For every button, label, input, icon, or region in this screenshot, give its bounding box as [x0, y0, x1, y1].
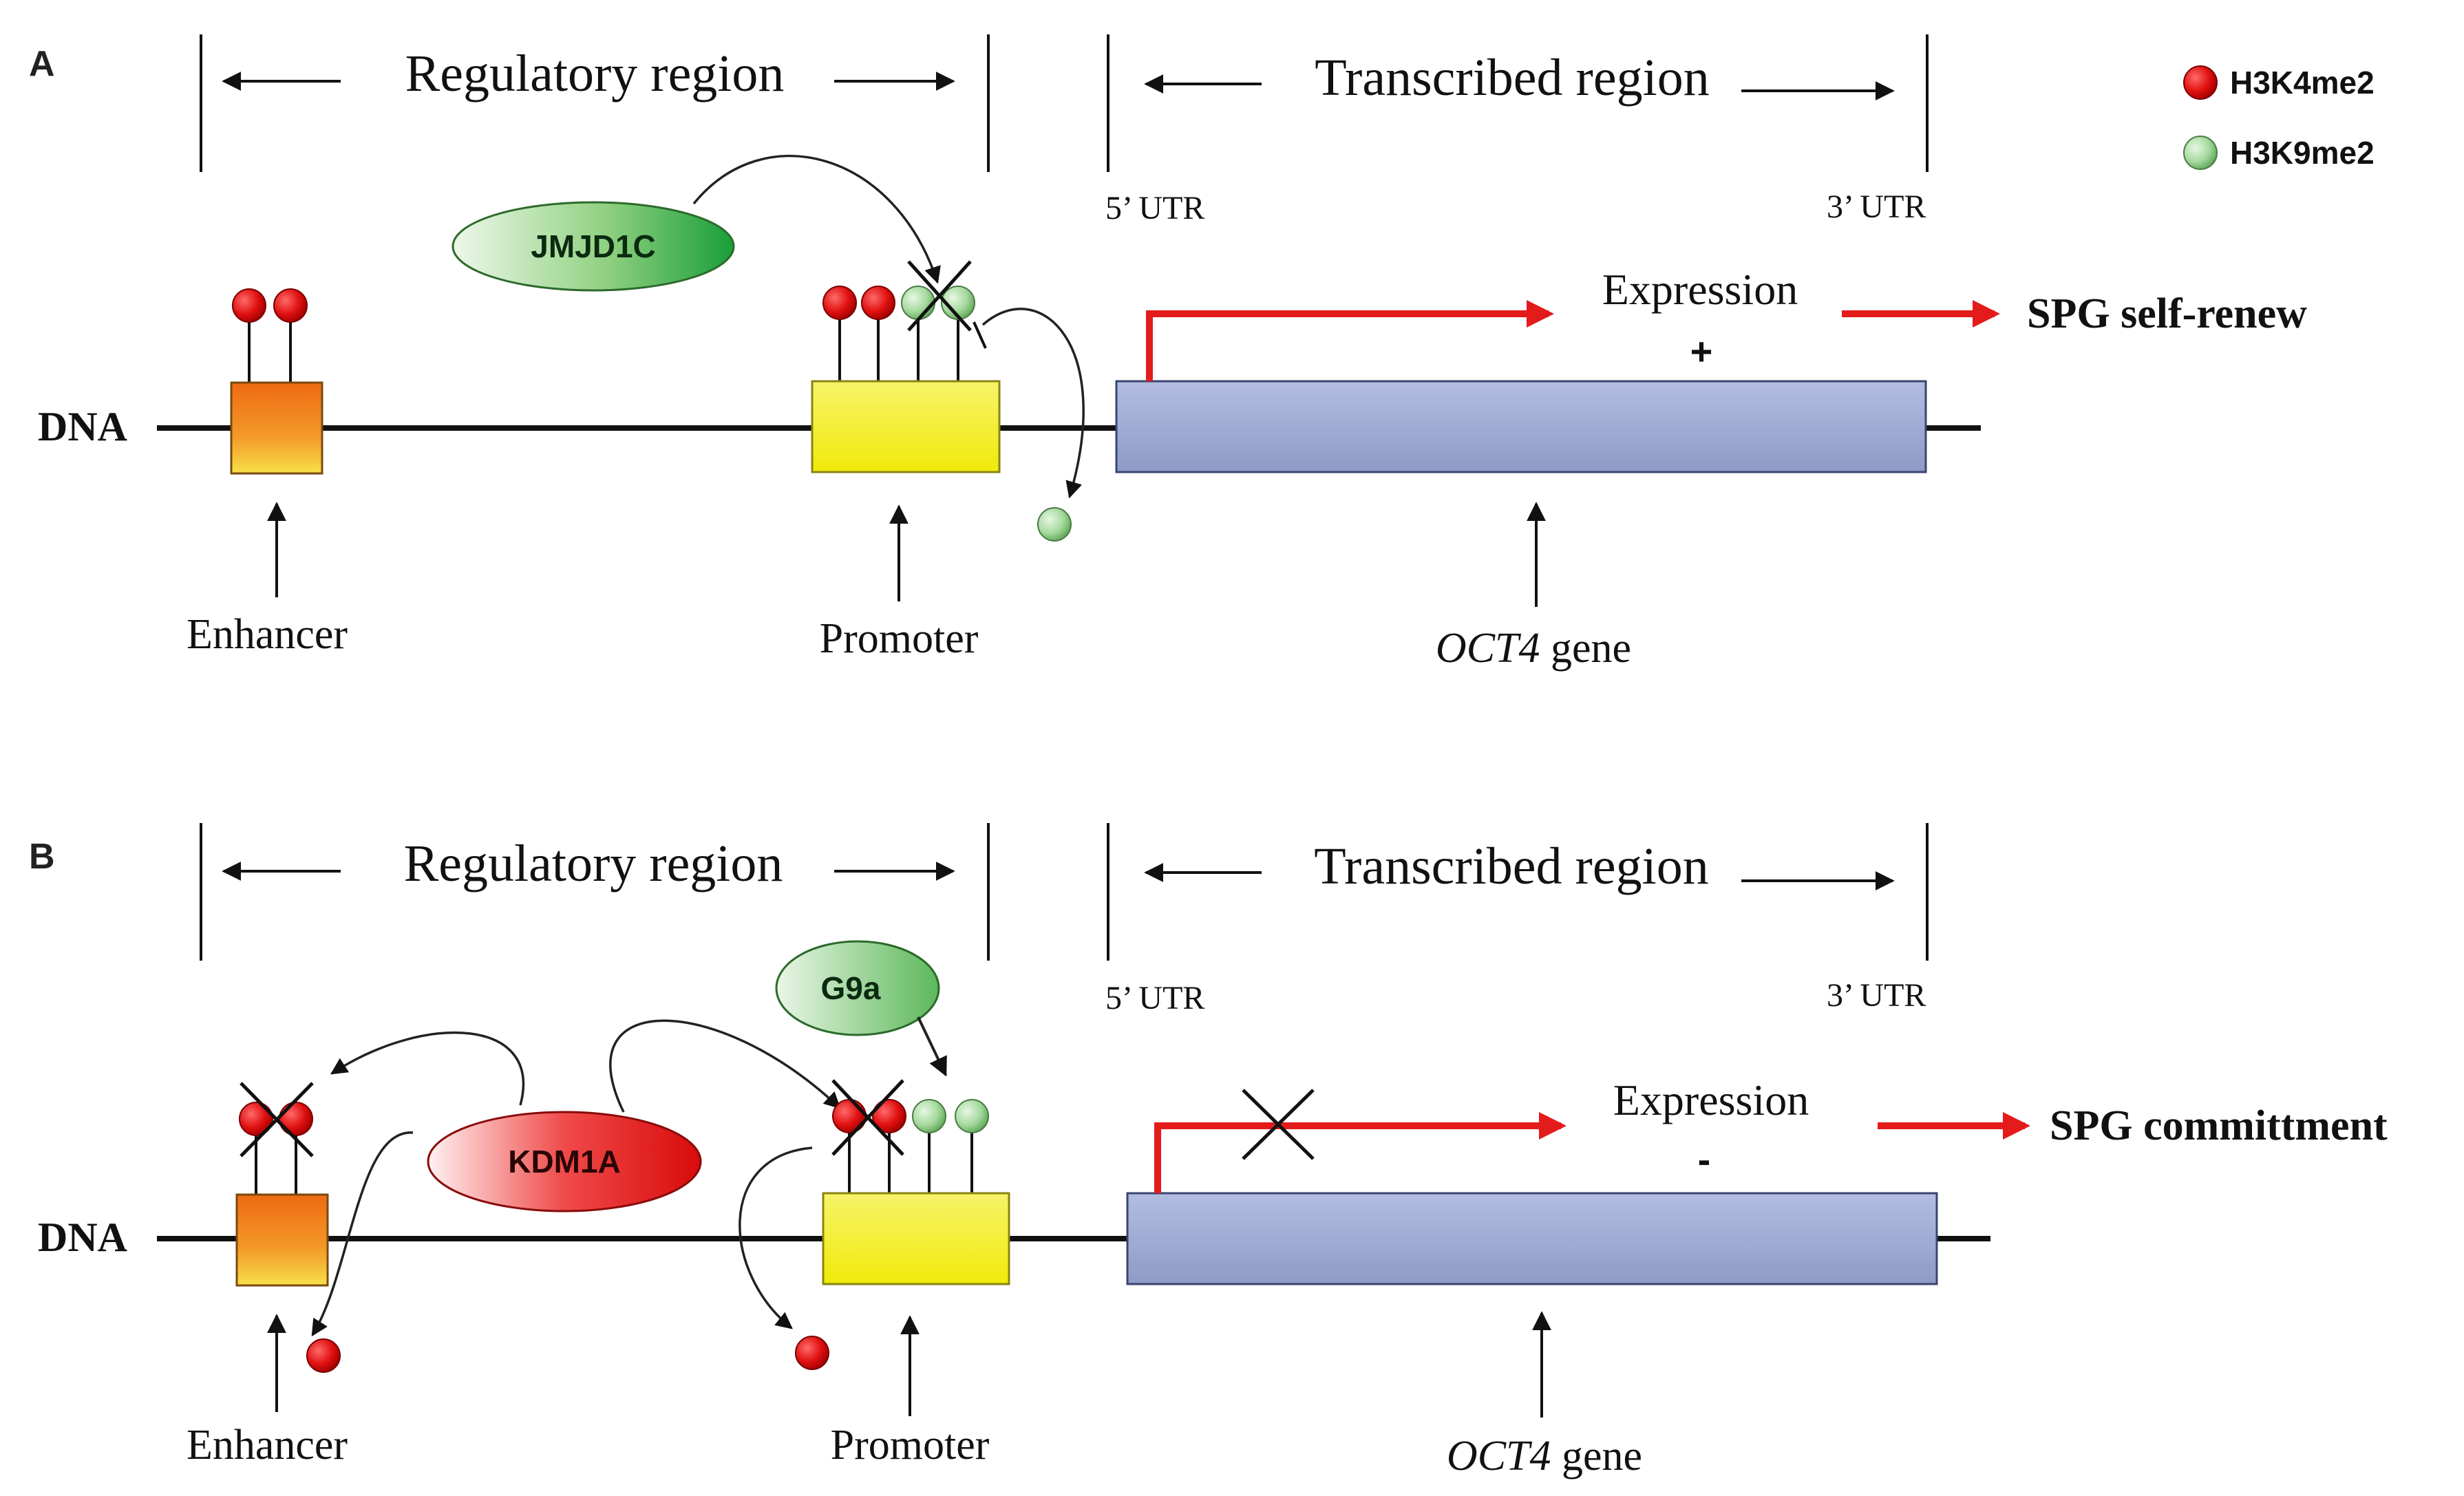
legend-item-h3k4me2: H3K4me2	[2183, 65, 2375, 100]
h3k4me2-mark	[273, 288, 308, 323]
h3k9me2-mark	[941, 286, 975, 320]
regulatory-region-label: Regulatory region	[404, 835, 783, 893]
h3k4me2-mark	[232, 288, 266, 323]
expression-label: Expression	[1613, 1076, 1809, 1124]
h3k4me2-marker-icon	[2183, 65, 2218, 100]
gene-label: OCT4 gene	[1447, 1433, 1642, 1479]
g9a-action-arrow	[917, 1016, 947, 1077]
utr5-label: 5’ UTR	[1105, 980, 1204, 1016]
expression-sign: +	[1690, 330, 1713, 373]
legend-item-h3k9me2: H3K9me2	[2183, 135, 2375, 171]
removal-cross-icon	[240, 1082, 314, 1157]
panel-b: B Regulatory region Transcribed region 5…	[29, 823, 2388, 1479]
expression-sign: -	[1698, 1137, 1711, 1181]
cut-tick	[973, 321, 987, 349]
promoter-box	[822, 1192, 1010, 1285]
legend-label: H3K9me2	[2230, 135, 2375, 171]
demethylation-release-arrow	[311, 1131, 414, 1337]
panel-label: B	[29, 837, 55, 877]
enhancer-box	[230, 381, 323, 475]
panel-label: A	[29, 44, 55, 84]
dna-label: DNA	[38, 404, 127, 449]
gene-suffix: gene	[1551, 1433, 1643, 1479]
gene-suffix: gene	[1540, 625, 1632, 672]
h3k9me2-mark	[955, 1099, 989, 1133]
enzyme-action-arrow	[609, 1019, 841, 1113]
utr5-label: 5’ UTR	[1105, 190, 1204, 226]
dna-label: DNA	[38, 1215, 127, 1260]
enzyme-action-arrow	[330, 1032, 525, 1106]
panel-a: A Regulatory region Transcribed region 5…	[29, 34, 2307, 672]
h3k4me2-mark	[279, 1102, 313, 1136]
legend: H3K4me2 H3K9me2	[2183, 65, 2375, 171]
h3k4me2-mark	[239, 1102, 273, 1136]
h3k4me2-mark	[872, 1099, 906, 1133]
enzyme-action-arrow	[692, 154, 941, 284]
released-h3k4me2-mark	[795, 1336, 829, 1370]
demethylation-release-arrow	[981, 308, 1085, 499]
jmjd1c-enzyme	[452, 201, 735, 292]
legend-label: H3K4me2	[2230, 65, 2375, 100]
promoter-box	[811, 380, 1001, 473]
enhancer-label: Enhancer	[187, 1422, 348, 1468]
oct4-gene-box	[1115, 380, 1927, 473]
outcome-label: SPG self-renew	[2027, 290, 2307, 337]
demethylation-release-arrow	[739, 1146, 813, 1329]
outcome-label: SPG committment	[2050, 1102, 2388, 1149]
utr3-label: 3’ UTR	[1827, 977, 1926, 1014]
g9a-enzyme	[775, 940, 940, 1036]
h3k4me2-mark	[861, 286, 895, 320]
kdm1a-enzyme	[427, 1111, 702, 1212]
promoter-label: Promoter	[820, 615, 979, 662]
utr3-label: 3’ UTR	[1827, 189, 1926, 225]
enzyme-label: G9a	[821, 970, 881, 1006]
transcribed-region-label: Transcribed region	[1315, 49, 1709, 107]
promoter-label: Promoter	[831, 1422, 990, 1468]
transcription-start-arrow	[1146, 300, 1554, 381]
h3k4me2-mark	[832, 1099, 867, 1133]
oct4-gene-box	[1126, 1192, 1938, 1285]
removal-cross-icon	[907, 260, 972, 332]
enhancer-label: Enhancer	[187, 611, 348, 658]
released-h3k9me2-mark	[1037, 507, 1072, 542]
transcription-start-arrow	[1154, 1112, 1566, 1193]
transcribed-region-label: Transcribed region	[1314, 837, 1708, 895]
expression-label: Expression	[1602, 265, 1798, 314]
gene-name: OCT4	[1436, 625, 1540, 672]
gene-label: OCT4 gene	[1436, 625, 1631, 672]
h3k9me2-mark	[912, 1099, 946, 1133]
h3k9me2-marker-icon	[2183, 136, 2218, 170]
enzyme-label: KDM1A	[508, 1144, 621, 1179]
regulatory-region-label: Regulatory region	[405, 45, 785, 103]
h3k4me2-mark	[822, 286, 857, 320]
enzyme-label: JMJD1C	[531, 228, 656, 264]
released-h3k4me2-mark	[306, 1338, 341, 1373]
gene-name: OCT4	[1447, 1433, 1551, 1479]
h3k9me2-mark	[901, 286, 935, 320]
enhancer-box	[235, 1193, 329, 1287]
removal-cross-icon	[831, 1079, 904, 1156]
blocked-cross-icon	[1242, 1089, 1315, 1160]
